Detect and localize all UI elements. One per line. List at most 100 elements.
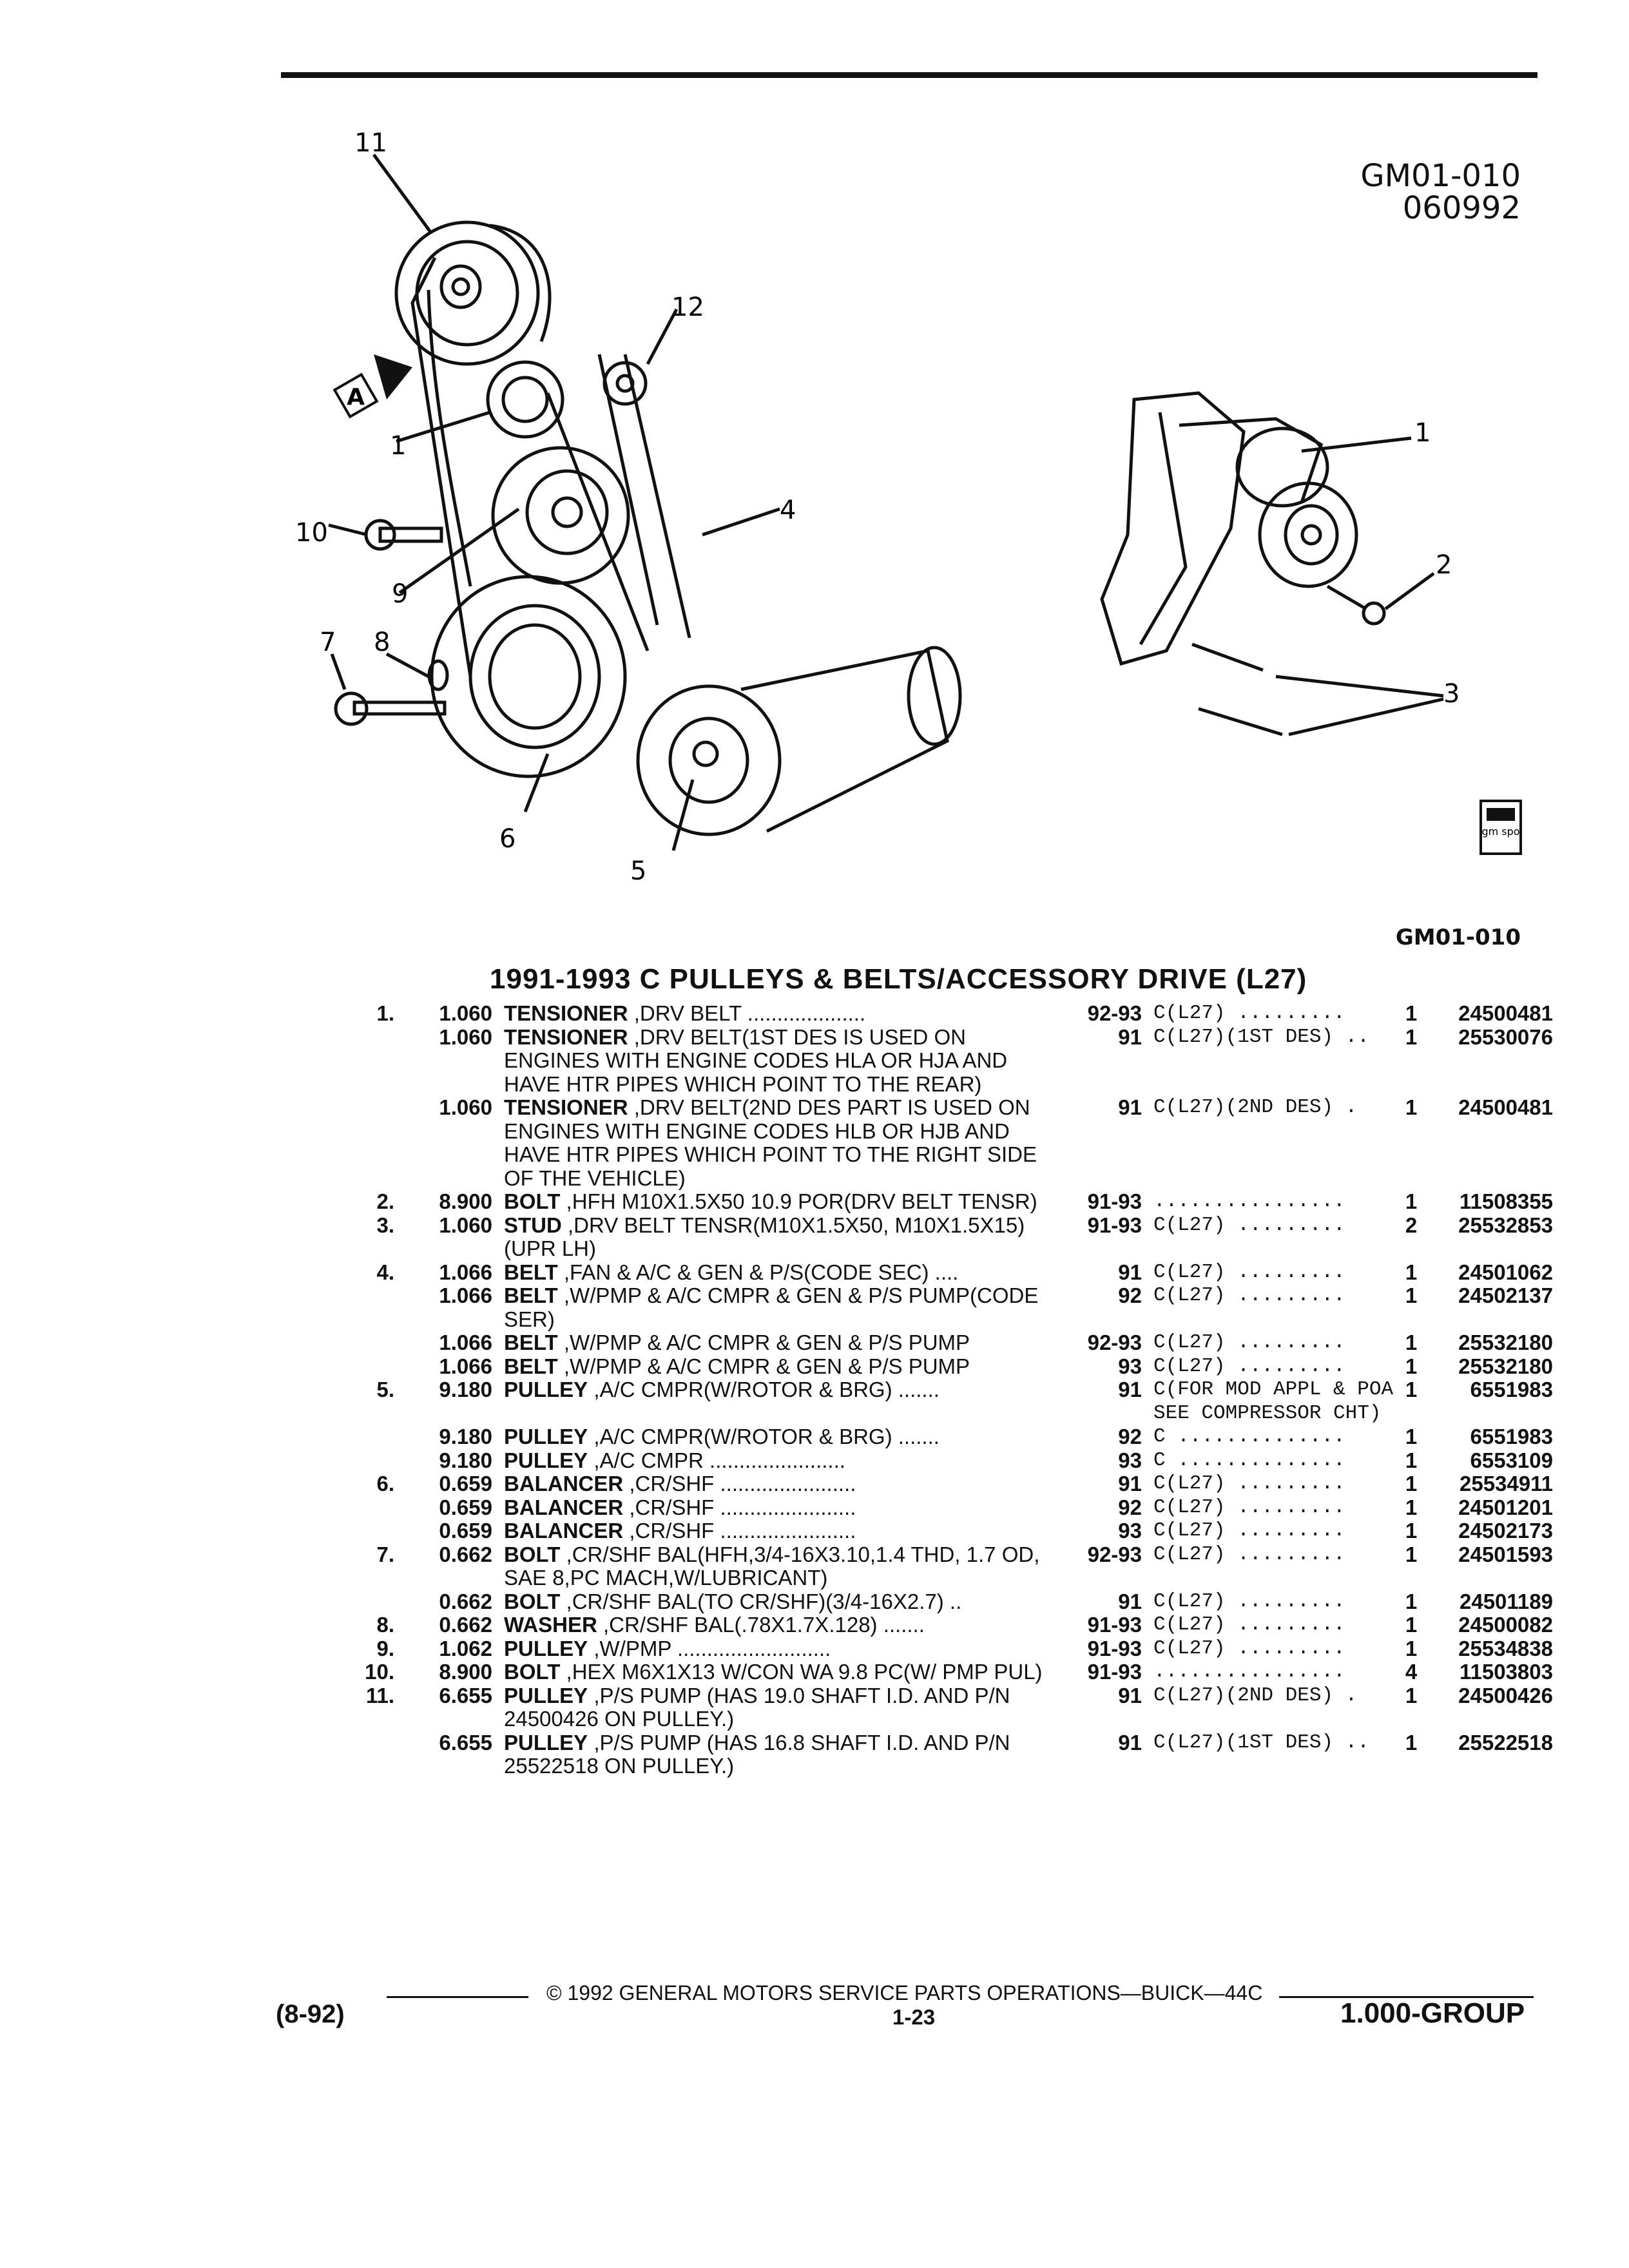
model-years: 93	[1118, 1354, 1142, 1378]
usage-code: C(L27) .........	[1153, 1495, 1345, 1519]
usage-code: C(FOR MOD APPL & POA SEE COMPRESSOR CHT)	[1153, 1378, 1405, 1425]
part-detail: ,P/S PUMP (HAS 19.0 SHAFT I.D. AND P/N 2…	[504, 1683, 1016, 1731]
crankshaft-balancer	[430, 575, 627, 778]
group-code: 0.659	[439, 1472, 492, 1495]
part-description: STUD ,DRV BELT TENSR(M10X1.5X50, M10X1.5…	[504, 1213, 1061, 1261]
group-code: 1.062	[439, 1636, 492, 1660]
part-name: PULLEY	[504, 1425, 588, 1448]
model-years: 91	[1118, 1024, 1142, 1049]
usage-code: C(L27)(1ST DES) ..	[1153, 1025, 1369, 1048]
part-number: 6551983	[1470, 1378, 1553, 1401]
callout-3-detail: 3	[1443, 679, 1460, 709]
callout-5: 5	[630, 856, 646, 886]
part-description: PULLEY ,P/S PUMP (HAS 19.0 SHAFT I.D. AN…	[504, 1684, 1061, 1731]
item-number: 6.	[376, 1472, 394, 1495]
quantity: 1	[1405, 1378, 1418, 1401]
usage-code: C ..............	[1153, 1448, 1345, 1472]
part-number: 25522518	[1458, 1730, 1553, 1754]
item-number: 11.	[365, 1683, 394, 1707]
item-number: 9.	[376, 1636, 394, 1660]
part-number: 25532180	[1458, 1354, 1553, 1378]
part-detail: ,CR/SHF BAL(TO CR/SHF)(3/4-16X2.7) ..	[560, 1589, 962, 1613]
callout-10: 10	[295, 518, 328, 548]
part-detail: ,A/C CMPR .......................	[588, 1448, 845, 1472]
page-title: 1991-1993 C PULLEYS & BELTS/ACCESSORY DR…	[490, 963, 1307, 995]
quantity: 1	[1405, 1683, 1418, 1707]
usage-code: C(L27) .........	[1153, 1002, 1345, 1024]
model-years: 91	[1118, 1260, 1142, 1284]
item-number	[309, 1331, 406, 1355]
item-number	[309, 1355, 406, 1379]
tensioner-pulley-detail	[1258, 481, 1358, 588]
part-description: BELT ,W/PMP & A/C CMPR & GEN & P/S PUMP(…	[504, 1283, 1061, 1331]
footer-rule-right	[1279, 1996, 1534, 1998]
view-a-label: A	[347, 384, 365, 410]
part-name: BALANCER	[504, 1472, 624, 1495]
group-code: 8.900	[439, 1660, 492, 1684]
group-code: 1.060	[439, 1001, 492, 1025]
part-detail: ,W/PMP & A/C CMPR & GEN & P/S PUMP	[557, 1354, 970, 1378]
callout-9: 9	[392, 579, 408, 609]
part-detail: ,CR/SHF .......................	[623, 1472, 856, 1495]
quantity: 1	[1405, 1448, 1418, 1472]
part-detail: ,CR/SHF .......................	[623, 1519, 856, 1542]
part-number: 24500426	[1458, 1683, 1553, 1707]
part-number: 24501201	[1458, 1495, 1553, 1519]
part-name: PULLEY	[504, 1730, 588, 1754]
callout-4: 4	[780, 495, 796, 525]
part-description: BALANCER ,CR/SHF .......................	[504, 1519, 1061, 1543]
part-name: WASHER	[504, 1613, 597, 1637]
belt-inner-run	[427, 289, 472, 587]
group-code: 9.180	[439, 1425, 492, 1448]
part-number: 24500481	[1458, 1095, 1553, 1119]
part-name: BELT	[504, 1331, 558, 1354]
part-detail: ,W/PMP & A/C CMPR & GEN & P/S PUMP(CODE …	[504, 1283, 1045, 1331]
seal-text: gm spo	[1481, 825, 1519, 838]
table-row: 9.180 PULLEY ,A/C CMPR(W/ROTOR & BRG) ...…	[309, 1425, 1553, 1449]
bolt-2-detail	[1326, 584, 1367, 611]
quantity: 1	[1405, 1260, 1418, 1284]
group-code: 1.066	[439, 1283, 492, 1307]
usage-code: ................	[1153, 1190, 1345, 1213]
part-name: BELT	[504, 1283, 558, 1307]
figure-code-secondary: GM01-010	[1395, 925, 1521, 950]
ac-compressor-pulley	[636, 684, 782, 836]
tensioner-detail-diagram: 1 2 3	[1100, 391, 1460, 736]
usage-code: C(L27) .........	[1153, 1613, 1345, 1636]
part-detail: ,A/C CMPR(W/ROTOR & BRG) .......	[588, 1425, 940, 1448]
quantity: 1	[1405, 1613, 1418, 1637]
model-years: 91	[1118, 1730, 1142, 1754]
item-number	[309, 1496, 406, 1520]
item-number	[309, 1590, 406, 1614]
part-description: TENSIONER ,DRV BELT(1ST DES IS USED ON E…	[504, 1025, 1061, 1097]
item-number	[309, 1731, 406, 1778]
group-code: 0.659	[439, 1519, 492, 1542]
quantity: 1	[1405, 1519, 1418, 1542]
group-code: 0.662	[439, 1589, 492, 1613]
ac-compressor-body	[740, 649, 949, 833]
part-detail: ,CR/SHF BAL(.78X1.7X.128) .......	[597, 1613, 925, 1637]
usage-code: C(L27) .........	[1153, 1331, 1345, 1354]
part-name: PULLEY	[504, 1683, 588, 1707]
quantity: 1	[1405, 1495, 1418, 1519]
usage-code: C(L27)(2ND DES) .	[1153, 1096, 1358, 1119]
callout-1-detail: 1	[1414, 418, 1431, 448]
item-number: 7.	[376, 1542, 394, 1566]
revision-date: (8-92)	[276, 2000, 345, 2028]
quantity: 1	[1405, 1095, 1418, 1119]
part-name: TENSIONER	[504, 1095, 628, 1119]
usage-code: C(L27) .........	[1153, 1213, 1345, 1236]
item-number: 2.	[376, 1189, 394, 1213]
group-code: 9.180	[439, 1448, 492, 1472]
part-description: BELT ,W/PMP & A/C CMPR & GEN & P/S PUMP	[504, 1354, 1061, 1379]
part-number: 6551983	[1470, 1425, 1553, 1448]
